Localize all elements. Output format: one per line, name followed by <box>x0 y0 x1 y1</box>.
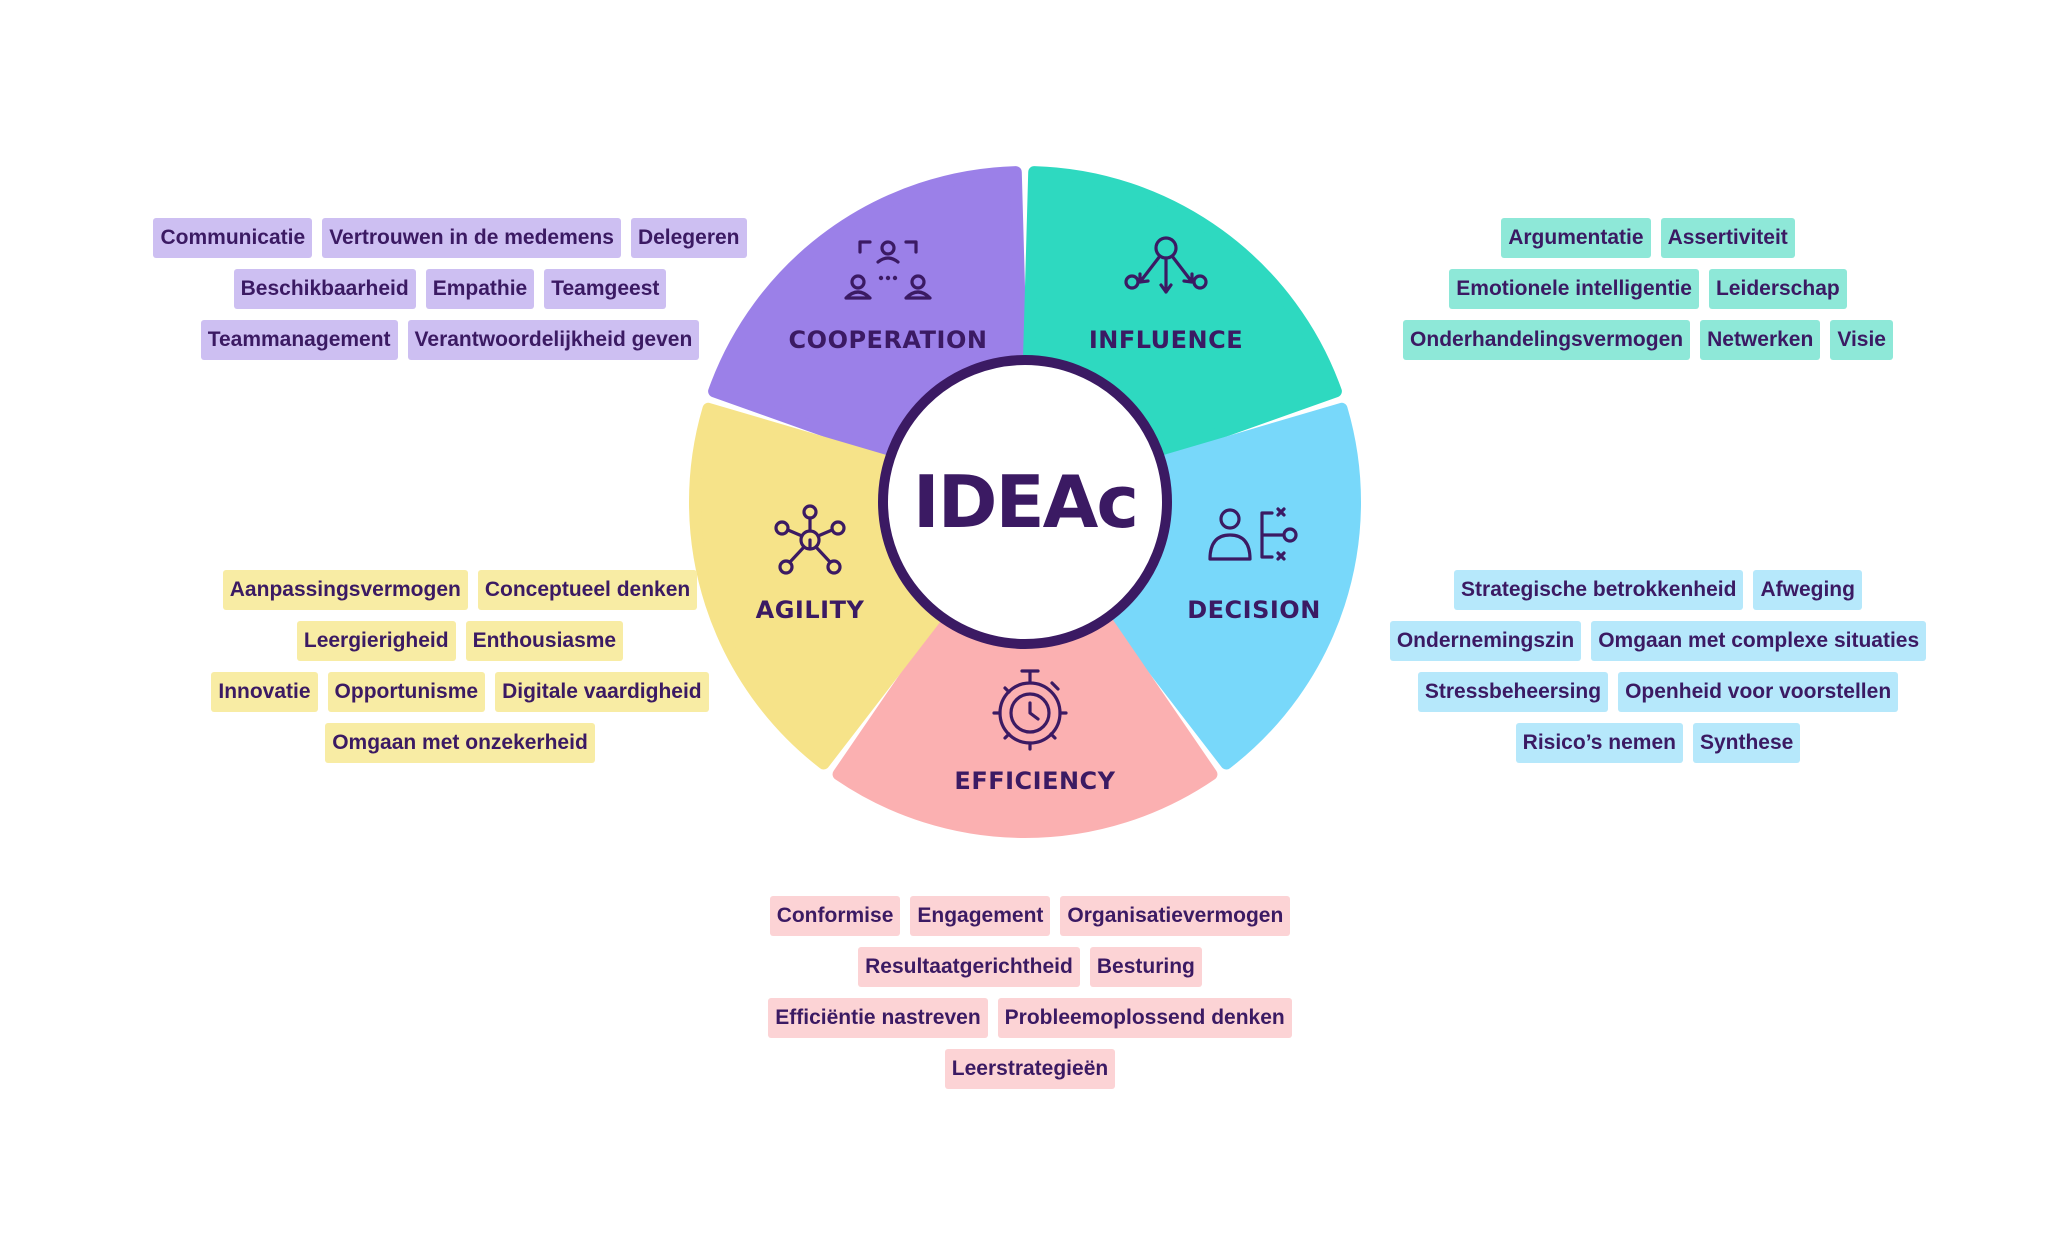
competency-tag: Efficiëntie nastreven <box>768 998 988 1038</box>
competency-tag: Communicatie <box>153 218 313 258</box>
stopwatch-gear-icon <box>992 669 1068 751</box>
competency-tag: Resultaatgerichtheid <box>858 947 1080 987</box>
competency-tag: Beschikbaarheid <box>233 269 416 309</box>
segment-label-influence: INFLUENCE <box>1089 326 1243 354</box>
competency-tag: Teammanagement <box>200 320 398 360</box>
team-meeting-icon <box>844 240 932 300</box>
competency-tag: Stressbeheersing <box>1417 672 1609 712</box>
competency-tag: Innovatie <box>211 672 318 712</box>
network-arrows-icon <box>1124 236 1208 294</box>
competency-tag: Omgaan met complexe situaties <box>1591 621 1927 661</box>
competency-tag: Conceptueel denken <box>477 570 698 610</box>
competency-tag: Omgaan met onzekerheid <box>325 723 595 763</box>
tag-row: Omgaan met onzekerheid <box>110 723 810 763</box>
segment-label-agility: AGILITY <box>756 596 865 624</box>
competency-tag: Leerstrategieën <box>944 1049 1116 1089</box>
tag-row: Leerstrategieën <box>680 1049 1380 1089</box>
person-decision-tree-icon <box>1208 507 1298 561</box>
competency-tag: Verantwoordelijkheid geven <box>407 320 700 360</box>
segment-label-efficiency: EFFICIENCY <box>954 767 1115 795</box>
competency-tag: Strategische betrokkenheid <box>1454 570 1744 610</box>
competency-tag: Netwerken <box>1700 320 1821 360</box>
competency-tag: Onderhandelingsvermogen <box>1403 320 1691 360</box>
competency-tag: Probleemoplossend denken <box>997 998 1292 1038</box>
segment-label-cooperation: COOPERATION <box>789 326 988 354</box>
segment-label-decision: DECISION <box>1187 596 1321 624</box>
competency-tag: Engagement <box>910 896 1051 936</box>
competency-tag: Besturing <box>1089 947 1202 987</box>
competency-tag: Conformise <box>769 896 901 936</box>
competency-tag: Openheid voor voorstellen <box>1618 672 1899 712</box>
competency-tag: Empathie <box>425 269 535 309</box>
center-ring <box>878 355 1172 649</box>
competency-tag: Enthousiasme <box>465 621 624 661</box>
competency-tag: Visie <box>1830 320 1893 360</box>
center-title: IDEAc <box>913 460 1137 544</box>
competency-tag: Organisatievermogen <box>1060 896 1291 936</box>
competency-tag: Delegeren <box>630 218 747 258</box>
competency-tag: Leergierigheid <box>296 621 456 661</box>
competency-tag: Ondernemingszin <box>1389 621 1582 661</box>
hub-nodes-icon <box>774 504 846 575</box>
competency-tag: Argumentatie <box>1501 218 1651 258</box>
competency-tag: Synthese <box>1692 723 1801 763</box>
competency-tag: Risico’s nemen <box>1515 723 1683 763</box>
competency-tag: Aanpassingsvermogen <box>222 570 468 610</box>
competency-tag: Teamgeest <box>544 269 667 309</box>
competency-tag: Opportunisme <box>327 672 486 712</box>
competency-tag: Vertrouwen in de medemens <box>322 218 621 258</box>
competency-tag: Leiderschap <box>1708 269 1847 309</box>
competency-tag: Emotionele intelligentie <box>1449 269 1699 309</box>
competency-tag: Afweging <box>1753 570 1862 610</box>
competency-tag: Assertiviteit <box>1660 218 1795 258</box>
competency-tag: Digitale vaardigheid <box>495 672 709 712</box>
